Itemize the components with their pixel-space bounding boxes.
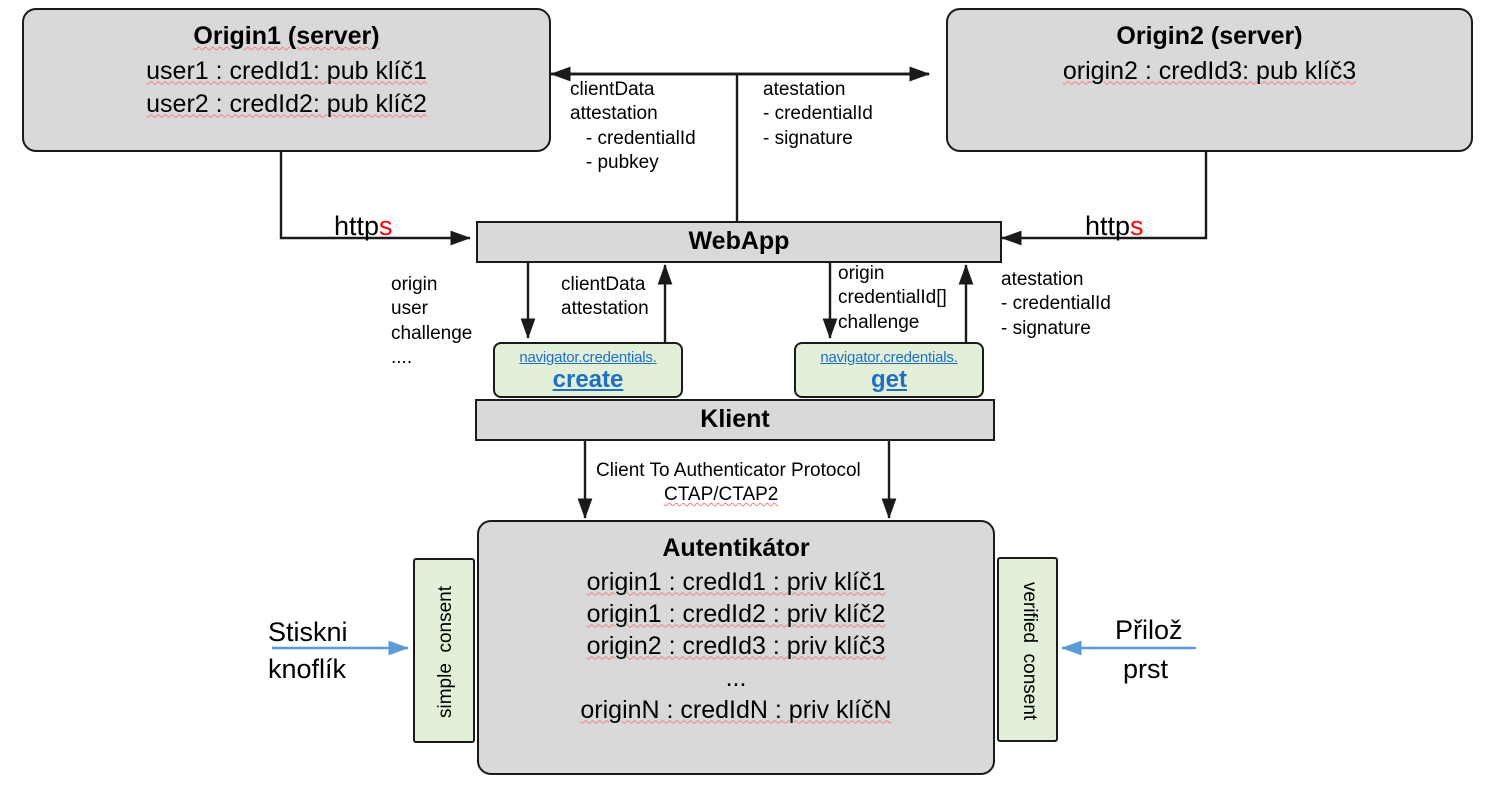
label-get-to-webapp: atestation - credentialId - signature <box>1001 269 1111 339</box>
authenticator-record-ellipsis: ... <box>725 663 747 692</box>
get-api-method[interactable]: get <box>871 365 907 393</box>
create-api-prefix: navigator.credentials. <box>519 348 657 366</box>
label-user-press-button-line1: Stiskni <box>268 617 348 647</box>
node-webapp[interactable]: WebApp <box>476 221 1002 263</box>
authenticator-record-3: origin2 : credId3 : priv klíč3 <box>586 631 886 660</box>
authenticator-title: Autentikátor <box>662 534 810 562</box>
label-create-to-webapp: clientData attestation <box>561 274 649 320</box>
simple-consent-label: simple consent <box>435 585 457 719</box>
node-navigator-credentials-get[interactable]: navigator.credentials. get <box>794 342 984 398</box>
label-ctap-versions: CTAP/CTAP2 <box>664 484 779 505</box>
authenticator-record-n: originN : credIdN : priv klíčN <box>580 695 892 724</box>
verified-consent-label: verified consent <box>1018 581 1040 721</box>
label-webapp-to-create: origin user challenge .... <box>391 274 473 368</box>
label-user-touch-finger-line1: Přilož <box>1115 615 1183 645</box>
label-user-press-button-line2: knoflík <box>268 654 347 684</box>
node-klient[interactable]: Klient <box>475 399 995 441</box>
origin1-record-1: user1 : credId1: pub klíč1 <box>146 56 427 85</box>
webapp-title: WebApp <box>688 227 790 256</box>
node-simple-consent[interactable]: simple consent <box>413 558 475 743</box>
origin1-title: Origin1 (server) <box>193 22 380 50</box>
origin1-record-2: user2 : credId2: pub klíč2 <box>146 89 427 118</box>
label-https-left: https <box>334 211 393 241</box>
node-verified-consent[interactable]: verified consent <box>997 557 1058 742</box>
label-user-touch-finger-line2: prst <box>1123 654 1169 684</box>
origin2-record-1: origin2 : credId3: pub klíč3 <box>1062 56 1357 85</box>
node-origin2[interactable]: Origin2 (server) origin2 : credId3: pub … <box>946 8 1473 152</box>
node-navigator-credentials-create[interactable]: navigator.credentials. create <box>493 342 683 398</box>
origin2-title: Origin2 (server) <box>1116 22 1303 50</box>
label-webapp-to-get: origin credentialId[] challenge <box>838 263 947 333</box>
label-https-right: https <box>1085 211 1144 241</box>
label-origin2-to-webapp-payload: atestation - credentialId - signature <box>763 79 873 149</box>
label-ctap-protocol: Client To Authenticator Protocol <box>596 460 861 481</box>
node-authenticator[interactable]: Autentikátor origin1 : credId1 : priv kl… <box>477 520 995 775</box>
klient-title: Klient <box>700 405 770 434</box>
label-origin1-to-webapp-payload: clientData attestation - credentialId - … <box>570 79 696 173</box>
authenticator-record-1: origin1 : credId1 : priv klíč1 <box>586 567 886 596</box>
get-api-prefix: navigator.credentials. <box>820 348 958 366</box>
node-origin1[interactable]: Origin1 (server) user1 : credId1: pub kl… <box>22 8 551 152</box>
authenticator-record-2: origin1 : credId2 : priv klíč2 <box>586 599 886 628</box>
create-api-method[interactable]: create <box>552 365 624 393</box>
